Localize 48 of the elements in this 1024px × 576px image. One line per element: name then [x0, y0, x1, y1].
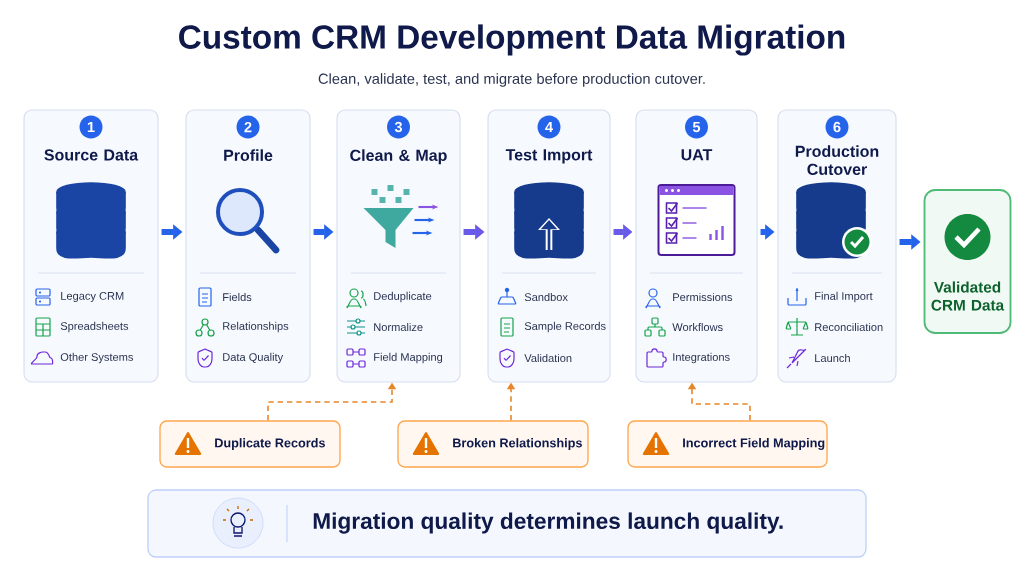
item-label: Reconciliation	[815, 322, 883, 332]
item-label: Deduplicate	[374, 291, 432, 303]
item-label: Validation	[524, 353, 572, 363]
stage-card	[487, 109, 611, 383]
warning-box	[397, 420, 589, 468]
item-label: Integrations	[673, 352, 730, 364]
item-label: Final Import	[815, 291, 873, 303]
warning-label: Incorrect Field Mapping	[683, 438, 825, 450]
step-number-badge: 6	[825, 115, 849, 139]
step-title: Profile	[224, 149, 273, 161]
warning-label: Duplicate Records	[215, 438, 325, 450]
item-label: Field Mapping	[374, 352, 443, 364]
step-number-badge: 1	[79, 115, 103, 139]
stage-card	[185, 109, 311, 383]
step-number-badge: 3	[387, 115, 410, 139]
banner-text: Migration quality determines launch quality.	[313, 512, 783, 534]
stage-card	[635, 109, 758, 383]
step-number-badge: 4	[537, 115, 561, 139]
stage-card	[336, 109, 461, 383]
result-box	[923, 189, 1012, 334]
item-label: Relationships	[223, 321, 289, 333]
item-label: Launch	[815, 353, 850, 363]
item-label: Legacy CRM	[61, 292, 124, 302]
warning-label: Broken Relationships	[453, 438, 582, 450]
step-title: Production Cutover	[795, 145, 879, 175]
item-label: Normalize	[374, 322, 423, 332]
step-title: Test Import	[505, 149, 593, 164]
warning-box	[159, 420, 341, 468]
item-label: Sandbox	[524, 292, 568, 302]
item-label: Fields	[223, 292, 252, 302]
stage-card	[23, 109, 159, 383]
title: Custom CRM Development Data Migration	[179, 24, 845, 56]
step-title: Source Data	[44, 149, 139, 161]
step-number-badge: 5	[685, 115, 708, 139]
item-label: Other Systems	[60, 352, 134, 364]
step-title: Clean & Map	[350, 149, 447, 165]
item-label: Sample Records	[524, 321, 606, 333]
step-title: UAT	[681, 149, 713, 161]
item-label: Data Quality	[223, 352, 284, 364]
result-label: Validated CRM Data	[931, 281, 1005, 311]
banner	[147, 489, 867, 558]
item-label: Workflows	[672, 322, 723, 332]
step-number-badge: 2	[236, 115, 260, 139]
warning-box	[627, 420, 828, 468]
item-label: Permissions	[673, 292, 733, 302]
stage-card	[777, 109, 897, 383]
subtitle: Clean, validate, test, and migrate before production cutover.	[318, 73, 705, 87]
item-label: Spreadsheets	[60, 321, 129, 333]
